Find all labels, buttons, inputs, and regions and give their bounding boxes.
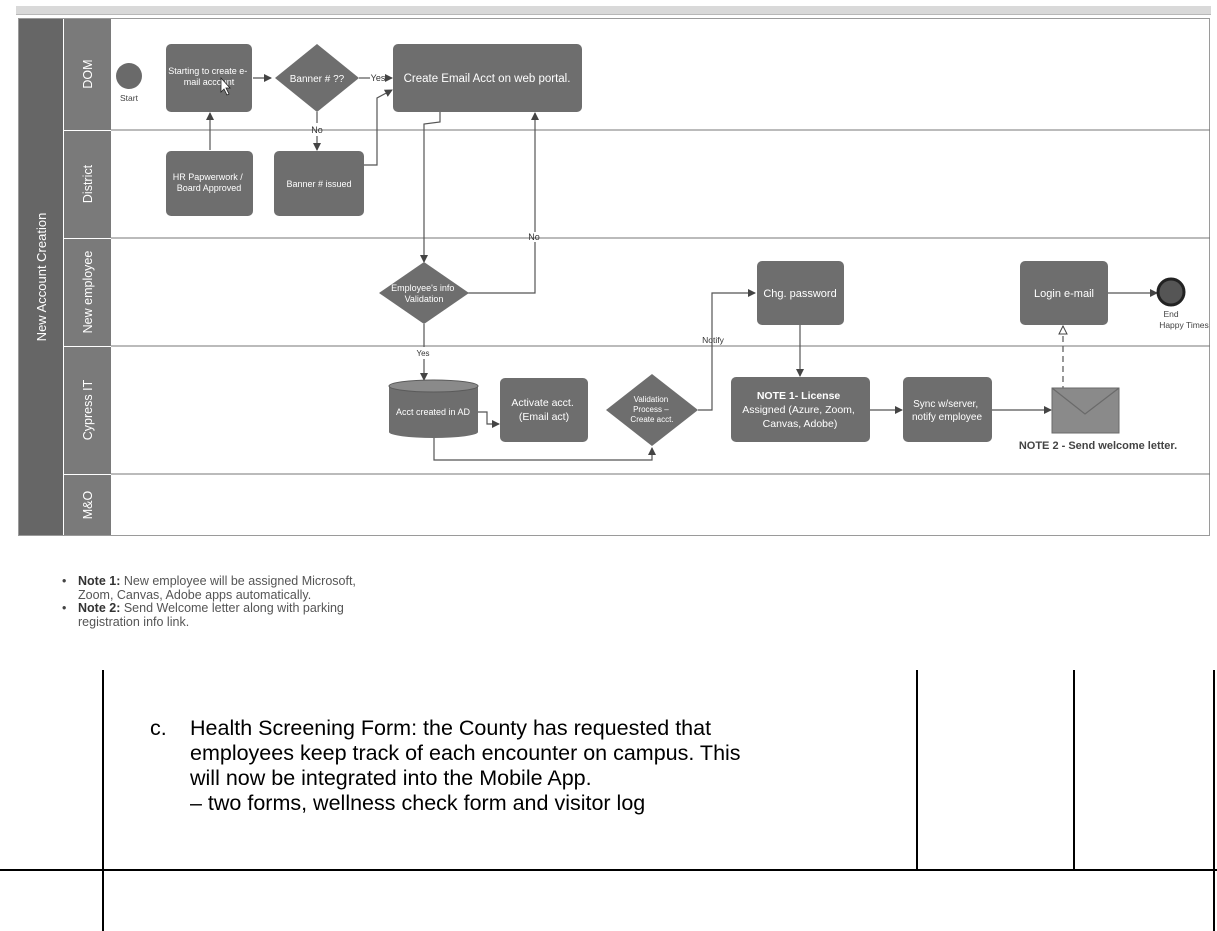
task-chg-password [757,261,844,325]
note-item: Note 2: Send Welcome letter along with p… [62,601,362,629]
task-activate-acct [500,378,588,442]
task-login-email-label: Login e-mail [1034,288,1094,300]
pool-label: New Account Creation [34,213,49,342]
end-sublabel: Happy Times [1159,320,1209,330]
lane-header-district [64,131,111,238]
decision-info-validation [379,262,469,324]
task-sync-server-label: Sync w/server, notify employee [912,399,982,423]
lane-label-district: District [81,164,95,203]
task-hr-paperwork [166,151,253,216]
list-marker: c. [150,716,167,740]
task-activate-acct-label: Activate acct. (Email act) [511,397,576,423]
table-column-rule [916,670,918,870]
task-create-email-start [166,44,252,112]
edge-label-yes-banner: Yes [371,73,386,83]
task-sync-server [903,377,992,442]
task-license-assigned-label: NOTE 1- License Assigned (Azure, Zoom, C… [742,390,858,430]
end-event [1156,277,1186,307]
note-item: Note 1: New employee will be assigned Mi… [62,574,362,602]
list-item-body: Health Screening Form: the County has re… [190,716,741,815]
end-label: End [1163,309,1178,319]
lane-label-cypress-it: Cypress IT [81,379,95,440]
mouse-cursor-icon [220,76,231,96]
start-label: Start [120,93,139,103]
notes-list: Note 1: New employee will be assigned Mi… [62,574,362,629]
welcome-letter-label: NOTE 2 - Send welcome letter. [1019,440,1177,452]
lane-header-dom [64,19,111,130]
decision-banner-check [275,44,359,112]
document-list-item: c. Health Screening Form: the County has… [150,716,895,816]
task-chg-password-label: Chg. password [763,288,836,300]
decision-info-validation-label: Employee's info Validation [391,283,457,304]
lane-label-mo: M&O [81,490,95,519]
connectors [206,74,1158,461]
task-banner-issued [274,151,364,216]
edge-label-no-banner: No [311,125,323,135]
decision-validation-process-label: Validation Process – Create acct. [630,395,673,424]
lane-header-cypress-it [64,347,111,474]
top-toolbar-strip [16,6,1211,15]
task-banner-issued-label: Banner # issued [286,179,351,189]
task-create-email-portal-label: Create Email Acct on web portal. [404,73,571,85]
start-event [116,63,142,89]
task-create-email-start-label: Starting to create e- mail account [168,66,250,87]
edge-label-no-validation: No [528,232,540,242]
datastore-acct-created-ad-label: Acct created in AD [396,407,471,417]
task-create-email-portal [393,44,582,112]
table-row-rule [0,869,1217,871]
table-column-rule [102,670,104,931]
lane-label-dom: DOM [81,59,95,88]
edge-label-yes-validation: Yes [416,349,429,358]
task-login-email [1020,261,1108,325]
lane-header-new-employee [64,239,111,346]
envelope-icon [1051,387,1120,434]
decision-validation-process [606,374,698,446]
datastore-acct-created-ad [388,379,479,438]
lane-header-mo [64,475,111,535]
task-license-assigned [731,377,870,442]
table-column-rule [1073,670,1075,870]
lane-label-new-employee: New employee [81,251,95,334]
pool-header [19,19,63,535]
decision-banner-check-label: Banner # ?? [290,74,345,85]
task-hr-paperwork-label: HR Papwerwork / Board Approved [173,172,246,193]
table-column-rule [1213,670,1215,931]
edge-label-notify: Notify [702,335,724,345]
